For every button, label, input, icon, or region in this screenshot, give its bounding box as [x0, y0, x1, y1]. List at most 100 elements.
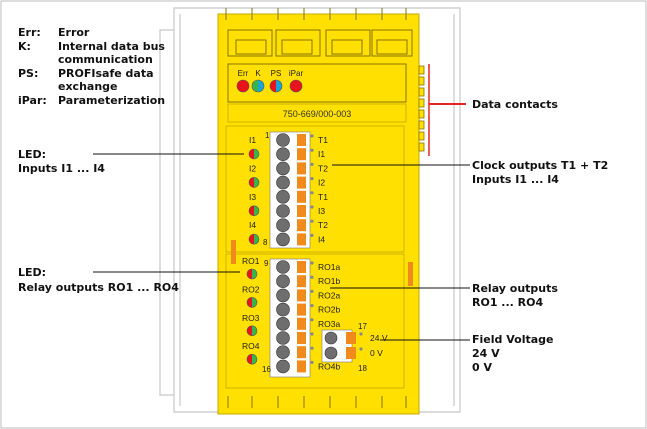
relay-led-label-ro2: RO2 — [242, 284, 260, 294]
legend-text-ps2: exchange — [58, 80, 118, 93]
label-clock-outputs-1: Clock outputs T1 + T2 — [472, 159, 609, 172]
data-contact — [418, 98, 425, 108]
relay-terminal-8-test-point — [310, 360, 314, 364]
relay-terminal-7-clamp — [297, 346, 306, 359]
input-terminal-3-label: T2 — [318, 163, 328, 173]
relay-led-ro2 — [246, 297, 258, 308]
input-led-label-i1: I1 — [249, 135, 256, 145]
input-terminal-6-test-point — [310, 205, 314, 209]
relay-terminal-8-label: RO4b — [318, 361, 340, 371]
input-terminal-6-clamp — [297, 205, 306, 217]
label-clock-outputs-2: Inputs I1 ... I4 — [472, 173, 559, 186]
legend-abbr-k: K: — [18, 40, 31, 53]
input-led-i3 — [248, 205, 260, 217]
label-led-inputs-2: Inputs I1 ... I4 — [18, 162, 105, 175]
relay-terminal-2-screw — [276, 274, 290, 289]
status-led-ipar — [289, 79, 303, 93]
status-led-k — [251, 79, 265, 93]
input-led-label-i2: I2 — [249, 163, 256, 173]
relay-terminal-3-screw — [276, 288, 290, 303]
relay-terminal-6-screw — [276, 331, 290, 345]
input-terminal-2-screw — [276, 147, 290, 161]
input-terminal-8-clamp — [297, 233, 306, 246]
label-relay-outputs-2: RO1 ... RO4 — [472, 296, 544, 309]
terminal-number-18: 18 — [358, 364, 367, 373]
input-terminal-8-screw — [276, 232, 290, 247]
relay-led-label-ro4: RO4 — [242, 341, 260, 351]
supply-clamp-1 — [346, 332, 356, 344]
top-connector — [227, 29, 413, 57]
input-terminal-5-screw — [276, 190, 290, 204]
input-terminal-2-clamp — [297, 148, 306, 161]
relay-terminal-1-screw — [276, 260, 290, 274]
supply-label-2: 0 V — [370, 348, 383, 358]
input-terminal-area — [225, 125, 405, 253]
input-terminal-7-clamp — [297, 219, 306, 232]
relay-terminal-8-clamp — [297, 360, 306, 373]
input-terminal-4-test-point — [310, 177, 314, 181]
input-terminal-8-label: I4 — [318, 234, 325, 244]
input-terminal-8-test-point — [310, 233, 314, 237]
terminal-number-9: 9 — [264, 259, 269, 268]
label-led-relay-1: LED: — [18, 266, 47, 279]
input-terminal-7-label: T2 — [318, 220, 328, 230]
pointer-lines — [93, 153, 470, 341]
relay-terminal-5-screw — [276, 316, 290, 331]
legend-abbr-err: Err: — [18, 26, 41, 39]
relay-terminal-1-label: RO1a — [318, 262, 340, 272]
input-terminal-6-label: I3 — [318, 206, 325, 216]
relay-terminal-1-test-point — [310, 261, 314, 265]
input-led-i1 — [248, 148, 260, 160]
supply-label-1: 24 V — [370, 333, 388, 343]
input-terminal-4-screw — [276, 175, 290, 190]
legend-abbr-ps: PS: — [18, 67, 39, 80]
relay-led-label-ro3: RO3 — [242, 313, 260, 323]
legend-abbr-ipar: iPar: — [18, 94, 47, 107]
status-led-label-k: K — [255, 69, 261, 78]
input-terminal-5-test-point — [310, 191, 314, 195]
relay-led-ro3 — [246, 325, 258, 337]
input-terminal-1-label: T1 — [318, 135, 328, 145]
supply-test-point-2 — [359, 347, 363, 351]
input-terminal-3-test-point — [310, 162, 314, 166]
left-side-tab — [231, 240, 236, 264]
carrier-rail — [159, 7, 461, 413]
status-led-err — [236, 79, 250, 93]
relay-led-ro1 — [246, 268, 258, 280]
terminal-number-16: 16 — [262, 365, 271, 374]
data-contact — [418, 120, 425, 130]
input-terminal-7-test-point — [310, 219, 314, 223]
relay-terminal-5-test-point — [310, 318, 314, 322]
relay-terminal-5-clamp — [297, 317, 306, 330]
input-terminal-2-label: I1 — [318, 149, 325, 159]
input-terminal-4-label: I2 — [318, 178, 325, 188]
relay-terminal-3-clamp — [297, 289, 306, 302]
data-contact — [418, 109, 425, 119]
legend-text-k2: communication — [58, 53, 153, 66]
input-led-label-i4: I4 — [249, 220, 256, 230]
relay-terminal-3-label: RO2a — [318, 290, 340, 300]
label-field-voltage-1: Field Voltage — [472, 333, 554, 346]
status-led-label-err: Err — [238, 69, 249, 78]
data-contact — [418, 131, 425, 141]
data-contact — [418, 87, 425, 97]
input-led-i4 — [248, 233, 260, 245]
data-contact — [418, 65, 425, 75]
data-contact — [418, 142, 425, 152]
relay-terminal-7-screw — [276, 345, 290, 360]
status-led-ps — [269, 79, 283, 93]
relay-terminal-7-test-point — [310, 346, 314, 350]
label-relay-outputs-1: Relay outputs — [472, 282, 558, 295]
relay-terminal-3-test-point — [310, 289, 314, 293]
input-led-label-i3: I3 — [249, 192, 256, 202]
label-field-voltage-2: 24 V — [472, 347, 500, 360]
status-led-label-ps: PS — [271, 69, 282, 78]
input-terminal-3-screw — [276, 161, 290, 176]
supply-test-point-1 — [359, 332, 363, 336]
relay-terminal-4-screw — [276, 302, 290, 317]
input-terminal-1-screw — [276, 133, 290, 147]
input-terminal-4-clamp — [297, 176, 306, 189]
relay-terminal-6-test-point — [310, 332, 314, 336]
